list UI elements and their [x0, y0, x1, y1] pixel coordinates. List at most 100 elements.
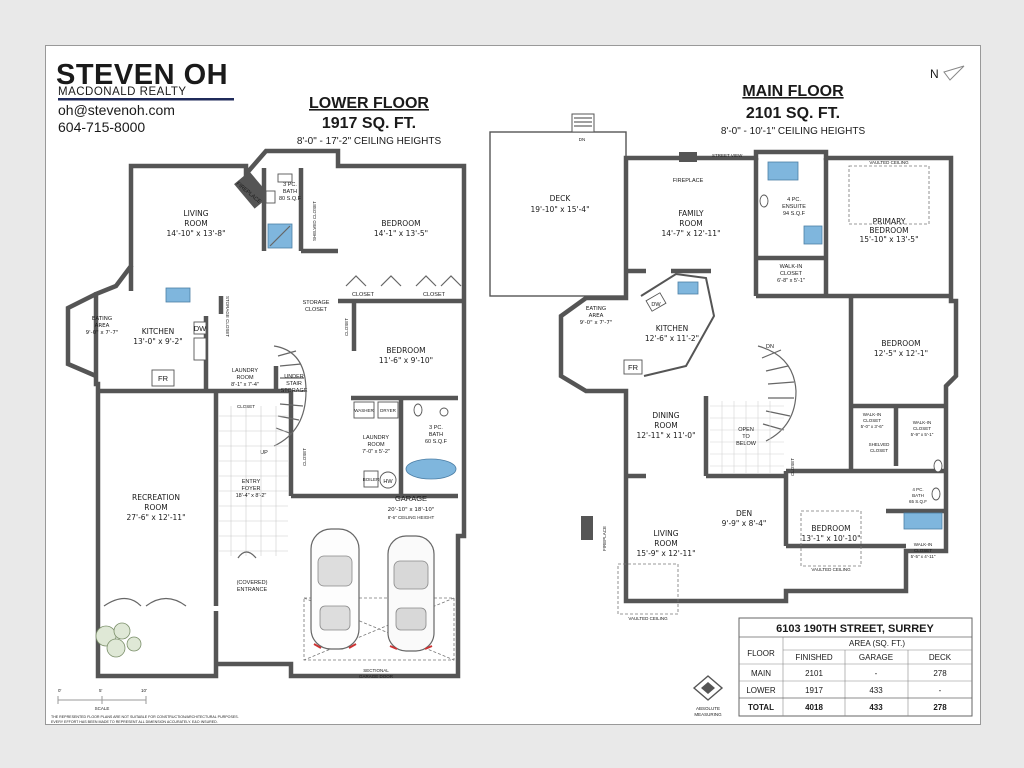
lower-floor-heading: LOWER FLOOR 1917 SQ. FT. 8'-0" - 17'-2" …	[297, 95, 442, 147]
main-stair-treads	[761, 349, 795, 431]
main-ensuite-line3: 94 S.Q.F	[783, 211, 806, 217]
lower-up-label: UP	[260, 450, 268, 456]
main-living-fireplace-icon	[581, 516, 593, 540]
disclaimer-line2: EVERY EFFORT HAS BEEN MADE TO REPRESENT …	[51, 720, 218, 724]
main-dn-top: DN	[579, 137, 586, 142]
lower-bedroom2-line2: 11'-6" x 9'-10"	[379, 356, 433, 365]
lower-dishwasher-icon	[193, 321, 207, 335]
main-shelved-line1: SHELVED	[869, 442, 890, 447]
north-arrow-icon: N	[930, 65, 965, 81]
main-kitchen-line1: KITCHEN	[656, 324, 689, 333]
main-kitchen-sink-icon	[677, 281, 699, 295]
lower-laundry1-line1: LAUNDRY	[232, 368, 259, 374]
main-shelved-line2: CLOSET	[870, 448, 888, 453]
main-kitchen-line2: 12'-6" x 11'-2"	[645, 334, 699, 343]
main-living-line2: ROOM	[654, 539, 678, 548]
main-stair-curve	[757, 345, 797, 442]
lower-storage-line2: CLOSET	[305, 307, 328, 313]
lower-floor-ceiling: 8'-0" - 17'-2" CEILING HEIGHTS	[297, 136, 442, 147]
compass-letter: N	[930, 67, 939, 81]
main-dining-line1: DINING	[652, 411, 679, 420]
main-walkin1-line1: WALK-IN	[780, 264, 803, 270]
main-ensuite-tub-icon	[767, 161, 799, 181]
lower-floor-sqft: 1917 SQ. FT.	[322, 115, 416, 132]
lower-living-line2: ROOM	[184, 219, 208, 228]
area-table-col-finished: FINISHED	[795, 653, 833, 662]
main-living-vaulted-outline	[617, 563, 679, 615]
lower-garage-door-line1: SECTIONAL	[363, 668, 389, 673]
area-table-row-garage: 433	[869, 686, 883, 695]
lower-hw-label: HW	[383, 479, 393, 485]
area-table-total-floor: TOTAL	[748, 703, 774, 712]
lower-garage-line1: GARAGE	[395, 494, 427, 503]
area-table-row-finished: 1917	[805, 686, 823, 695]
main-walkin2-line3: 5'-0" x 3'-6"	[861, 424, 884, 429]
main-fireplace-icon	[679, 152, 697, 162]
area-table-row-deck: -	[939, 686, 942, 695]
brand-company: MACDONALD REALTY	[58, 86, 187, 98]
main-walkin3-line3: 5'-9" x 5'-1"	[911, 432, 934, 437]
main-bedroom2-line2: 12'-5" x 12'-1"	[874, 349, 928, 358]
main-ensuite-toilet-icon	[759, 194, 769, 208]
floor-plan-sheet: STEVEN OH MACDONALD REALTY oh@stevenoh.c…	[45, 45, 981, 725]
lower-foyer-line2: FOYER	[242, 486, 261, 492]
lower-rec-window-arcs	[103, 597, 187, 607]
main-bedroom2-line1: BEDROOM	[881, 339, 920, 348]
lower-bedroom2-line1: BEDROOM	[386, 346, 425, 355]
main-family-line2: ROOM	[679, 219, 703, 228]
main-walkin1-line3: 6'-8" x 5'-1"	[777, 278, 805, 284]
logo-line2: MEASURING	[694, 712, 722, 717]
lower-dw-label: DW	[194, 324, 207, 333]
main-eating-line3: 9'-0" x 7'-7"	[580, 320, 613, 326]
main-deck-outline	[489, 131, 627, 297]
lower-dryer-label: DRYER	[380, 408, 396, 413]
lower-bath-line2: BATH	[283, 189, 297, 195]
lower-laundry2-line1: LAUNDRY	[363, 435, 390, 441]
lower-floor-plan: FIREPLACE 3 PC. BATH 80 S.Q.F SHELVED CL…	[65, 148, 467, 679]
main-family-line1: FAMILY	[678, 209, 704, 218]
area-table-col-garage: GARAGE	[859, 653, 893, 662]
lower-recreation-line1: RECREATION	[132, 493, 180, 502]
lower-toilet-icon	[265, 190, 276, 204]
lower-eating-line2: AREA	[95, 323, 110, 329]
main-open-below-line3: BELOW	[736, 441, 757, 447]
main-deck-stair-icon	[571, 113, 595, 133]
lower-bath-line3: 80 S.Q.F	[279, 196, 302, 202]
area-table-row-garage: -	[875, 669, 878, 678]
main-walkin2-line1: WALK-IN	[863, 412, 882, 417]
main-walkin4-line2: CLOSET	[914, 548, 932, 553]
lower-understair-line2: STAIR	[286, 381, 302, 387]
main-dining-line2: ROOM	[654, 421, 678, 430]
main-interior-walls	[626, 158, 951, 549]
brand-name: STEVEN OH	[56, 59, 228, 91]
area-table-col-deck: DECK	[929, 653, 952, 662]
main-bath-toilet-icon	[933, 459, 943, 473]
lower-bath2-sink-icon	[439, 407, 449, 417]
lower-living-line1: LIVING	[183, 209, 208, 218]
lower-kitchen-line2: 13'-0" x 9'-2"	[133, 337, 183, 346]
lower-recreation-line2: ROOM	[144, 503, 168, 512]
lower-bedroom1-line1: BEDROOM	[381, 219, 420, 228]
lower-bath2-line2: BATH	[429, 432, 443, 438]
main-living-line3: 15'-9" x 12'-11"	[636, 549, 695, 558]
main-fr-label: FR	[628, 363, 639, 372]
main-eating-line1: EATING	[586, 306, 606, 312]
main-den-line2: 9'-9" x 8'-4"	[722, 519, 767, 528]
main-bath4-line2: BATH	[912, 493, 924, 498]
main-open-below-line2: TO	[742, 434, 750, 440]
area-table-row-finished: 2101	[805, 669, 823, 678]
main-dining-line3: 12'-11" x 11'-0"	[636, 431, 695, 440]
lower-garage-door-line2: GARAGE DOOR	[359, 674, 394, 679]
main-primary-line1: PRIMARY	[873, 217, 906, 226]
disclaimer-line1: THE REPRESENTED FLOOR PLANS ARE NOT SUIT…	[51, 715, 239, 719]
main-living-line1: LIVING	[653, 529, 678, 538]
lower-laundry2-line2: ROOM	[367, 442, 385, 448]
main-open-below-grid	[710, 401, 784, 474]
area-table-row-deck: 278	[933, 669, 947, 678]
main-family-line3: 14'-7" x 12'-11"	[661, 229, 720, 238]
main-vaulted-b: VAULTED CEILING	[811, 567, 851, 572]
lower-floor-title: LOWER FLOOR	[309, 95, 429, 112]
lower-exterior-walls	[93, 148, 467, 679]
main-bedroom3-line2: 13'-1" x 10'-10"	[801, 534, 860, 543]
lower-kitchen-sink-icon	[165, 287, 191, 303]
